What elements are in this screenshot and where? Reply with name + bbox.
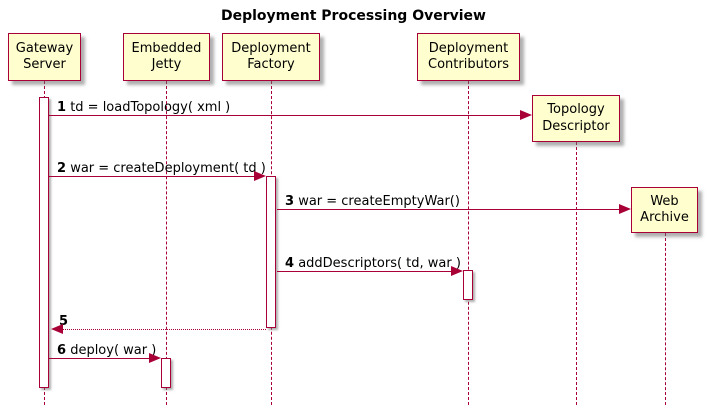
- participant-label: Embedded Jetty: [131, 40, 202, 72]
- lifeline-embedded-jetty: [166, 81, 167, 405]
- message-2-arrowhead-icon: [254, 171, 266, 181]
- message-1-line: [49, 115, 522, 116]
- message-1-arrowhead-icon: [520, 110, 532, 120]
- message-5-label: 5: [59, 314, 68, 329]
- participant-deployment-contributors: Deployment Contributors: [417, 33, 520, 81]
- participant-embedded-jetty: Embedded Jetty: [123, 33, 210, 81]
- message-4-number: 4: [285, 256, 295, 271]
- participant-web-archive: Web Archive: [631, 187, 698, 233]
- lifeline-deployment-contributors: [468, 81, 469, 405]
- participant-label: Topology Descriptor: [542, 102, 610, 134]
- message-3-text: war = createEmptyWar(): [298, 194, 460, 209]
- message-2-text: war = createDeployment( td ): [70, 161, 266, 176]
- message-4-label: 4 addDescriptors( td, war ): [285, 256, 461, 271]
- participant-label: Deployment Contributors: [428, 40, 509, 72]
- message-2-line: [49, 176, 256, 177]
- message-6-number: 6: [57, 343, 67, 358]
- message-2-number: 2: [57, 161, 67, 176]
- lifeline-topology-descriptor: [576, 142, 577, 405]
- message-4-arrowhead-icon: [451, 266, 463, 276]
- activation-gateway-server: [39, 97, 49, 388]
- message-3-number: 3: [285, 194, 295, 209]
- message-4-text: addDescriptors( td, war ): [298, 256, 461, 271]
- lifeline-web-archive: [665, 233, 666, 405]
- activation-deployment-contributors: [463, 270, 473, 300]
- message-6-line: [49, 358, 151, 359]
- activation-deployment-factory: [266, 176, 276, 328]
- message-1-number: 1: [57, 100, 67, 115]
- participant-topology-descriptor: Topology Descriptor: [532, 95, 620, 142]
- message-6-label: 6 deploy( war ): [57, 343, 156, 358]
- message-5-arrowhead-icon: [51, 324, 63, 334]
- participant-gateway-server: Gateway Server: [8, 33, 81, 81]
- activation-embedded-jetty: [161, 358, 171, 388]
- message-2-label: 2 war = createDeployment( td ): [57, 161, 266, 176]
- message-6-arrowhead-icon: [149, 353, 161, 363]
- message-3-arrowhead-icon: [619, 204, 631, 214]
- message-5-line: [61, 329, 266, 330]
- participant-label: Gateway Server: [15, 40, 74, 72]
- message-1-label: 1 td = loadTopology( xml ): [57, 100, 230, 115]
- diagram-title: Deployment Processing Overview: [221, 8, 486, 24]
- message-4-line: [277, 271, 453, 272]
- message-3-label: 3 war = createEmptyWar(): [285, 194, 460, 209]
- message-3-line: [277, 209, 621, 210]
- participant-label: Deployment Factory: [231, 40, 311, 72]
- participant-label: Web Archive: [640, 193, 689, 225]
- message-5-number: 5: [59, 314, 69, 329]
- message-1-text: td = loadTopology( xml ): [70, 100, 231, 115]
- message-6-text: deploy( war ): [70, 343, 157, 358]
- participant-deployment-factory: Deployment Factory: [222, 33, 320, 81]
